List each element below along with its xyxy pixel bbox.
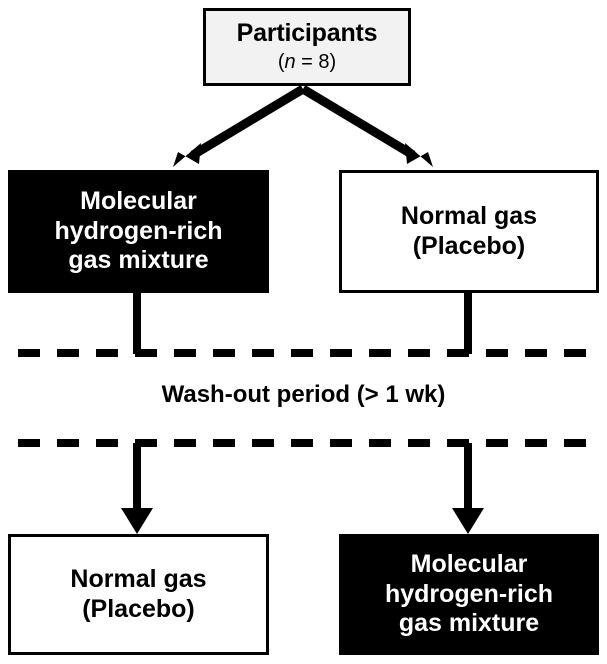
arrow-participants-to-treatment-head bbox=[173, 143, 201, 167]
arrow-washout-to-treatment-head bbox=[452, 508, 484, 534]
period-one-placebo-line-2: (Placebo) bbox=[412, 231, 526, 260]
period-one-placebo-box: Normal gas (Placebo) bbox=[339, 170, 599, 293]
period-one-treatment-box: Molecular hydrogen-rich gas mixture bbox=[8, 170, 269, 293]
period-two-treatment-line-2: hydrogen-rich bbox=[384, 579, 554, 608]
participants-n-paren-open: ( bbox=[277, 50, 285, 73]
arrow-participants-to-placebo-line bbox=[300, 85, 416, 159]
participants-title: Participants bbox=[236, 19, 378, 48]
period-two-placebo-line-1: Normal gas bbox=[70, 565, 207, 593]
randomisation-arrows bbox=[173, 85, 433, 167]
period-two-placebo-box: Normal gas (Placebo) bbox=[8, 534, 269, 655]
arrow-washout-to-placebo-head bbox=[121, 508, 153, 534]
period-one-treatment-line-2: hydrogen-rich bbox=[54, 216, 223, 245]
period-two-placebo-line-2: (Placebo) bbox=[82, 594, 195, 623]
participants-n-symbol: n bbox=[284, 50, 296, 73]
period-one-treatment-line-3: gas mixture bbox=[68, 246, 209, 275]
period-two-treatment-box: Molecular hydrogen-rich gas mixture bbox=[339, 534, 599, 655]
participants-sample-size: (n = 8) bbox=[278, 51, 336, 75]
washout-period-label: Wash-out period (> 1 wk) bbox=[161, 381, 446, 408]
arrow-participants-to-placebo-head bbox=[405, 143, 433, 167]
crossover-arrows bbox=[121, 443, 484, 534]
arrow-participants-to-treatment-line bbox=[190, 85, 306, 159]
participants-n-value: = 8) bbox=[295, 50, 337, 73]
period-two-treatment-line-3: gas mixture bbox=[398, 609, 540, 638]
participants-box: Participants (n = 8) bbox=[203, 8, 411, 86]
period-one-placebo-line-1: Normal gas bbox=[400, 202, 538, 230]
period-two-treatment-line-1: Molecular bbox=[410, 550, 528, 579]
period-one-treatment-line-1: Molecular bbox=[80, 187, 197, 216]
